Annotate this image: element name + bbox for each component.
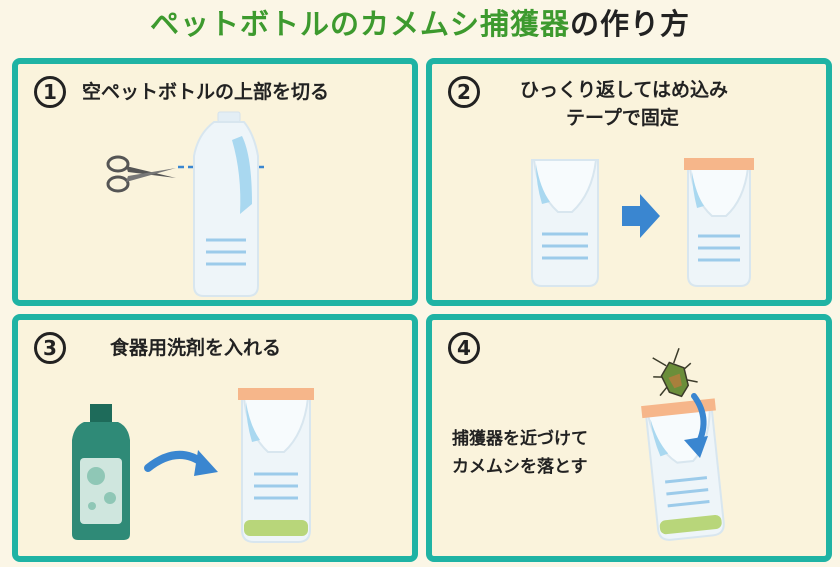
step-panel-3: 3 食器用洗剤を入れる <box>12 314 418 562</box>
title-rest: の作り方 <box>570 7 691 41</box>
step-2-caption-line1: ひっくり返してはめ込み <box>520 79 729 101</box>
step-4-caption-line2: カメムシを落とす <box>452 457 588 477</box>
detergent-bottle-icon <box>72 404 130 540</box>
step-panel-4: 4 捕獲器を近づけて カメムシを落とす <box>426 314 832 562</box>
step-4-caption-line1: 捕獲器を近づけて <box>452 429 588 449</box>
tape <box>684 158 754 170</box>
plastic-bottle-icon <box>684 158 754 287</box>
step-number-3: 3 <box>34 332 66 364</box>
plastic-bottle-icon <box>193 111 259 297</box>
step-3-illustration <box>72 388 314 543</box>
plastic-bottle-icon <box>531 159 599 287</box>
step-1-illustration <box>106 111 268 297</box>
right-arrow-icon <box>144 450 218 476</box>
plastic-bottle-icon <box>641 398 725 541</box>
step-2-illustration <box>531 158 754 287</box>
plastic-bottle-icon <box>238 388 314 543</box>
step-2-caption-line2: テープで固定 <box>566 107 679 129</box>
stink-bug-icon <box>652 348 698 398</box>
step-number-1: 1 <box>34 76 66 108</box>
title-highlight: ペットボトルのカメムシ捕獲器 <box>149 7 570 41</box>
step-number-2: 2 <box>448 76 480 108</box>
step-number-4: 4 <box>448 332 480 364</box>
step-3-caption: 食器用洗剤を入れる <box>110 337 282 359</box>
detergent-liquid <box>659 514 722 535</box>
step-1-caption: 空ペットボトルの上部を切る <box>82 81 330 103</box>
right-arrow-icon <box>622 194 660 238</box>
step-panel-1: 1 空ペットボトルの上部を切る <box>12 58 418 306</box>
detergent-liquid <box>244 520 308 536</box>
scissors-icon <box>106 155 176 193</box>
step-4-illustration <box>641 348 725 541</box>
down-arrow-icon <box>684 393 708 458</box>
page-title: ペットボトルのカメムシ捕獲器の作り方 <box>0 4 840 44</box>
step-panel-2: 2 ひっくり返してはめ込み テープで固定 <box>426 58 832 306</box>
tape <box>238 388 314 400</box>
